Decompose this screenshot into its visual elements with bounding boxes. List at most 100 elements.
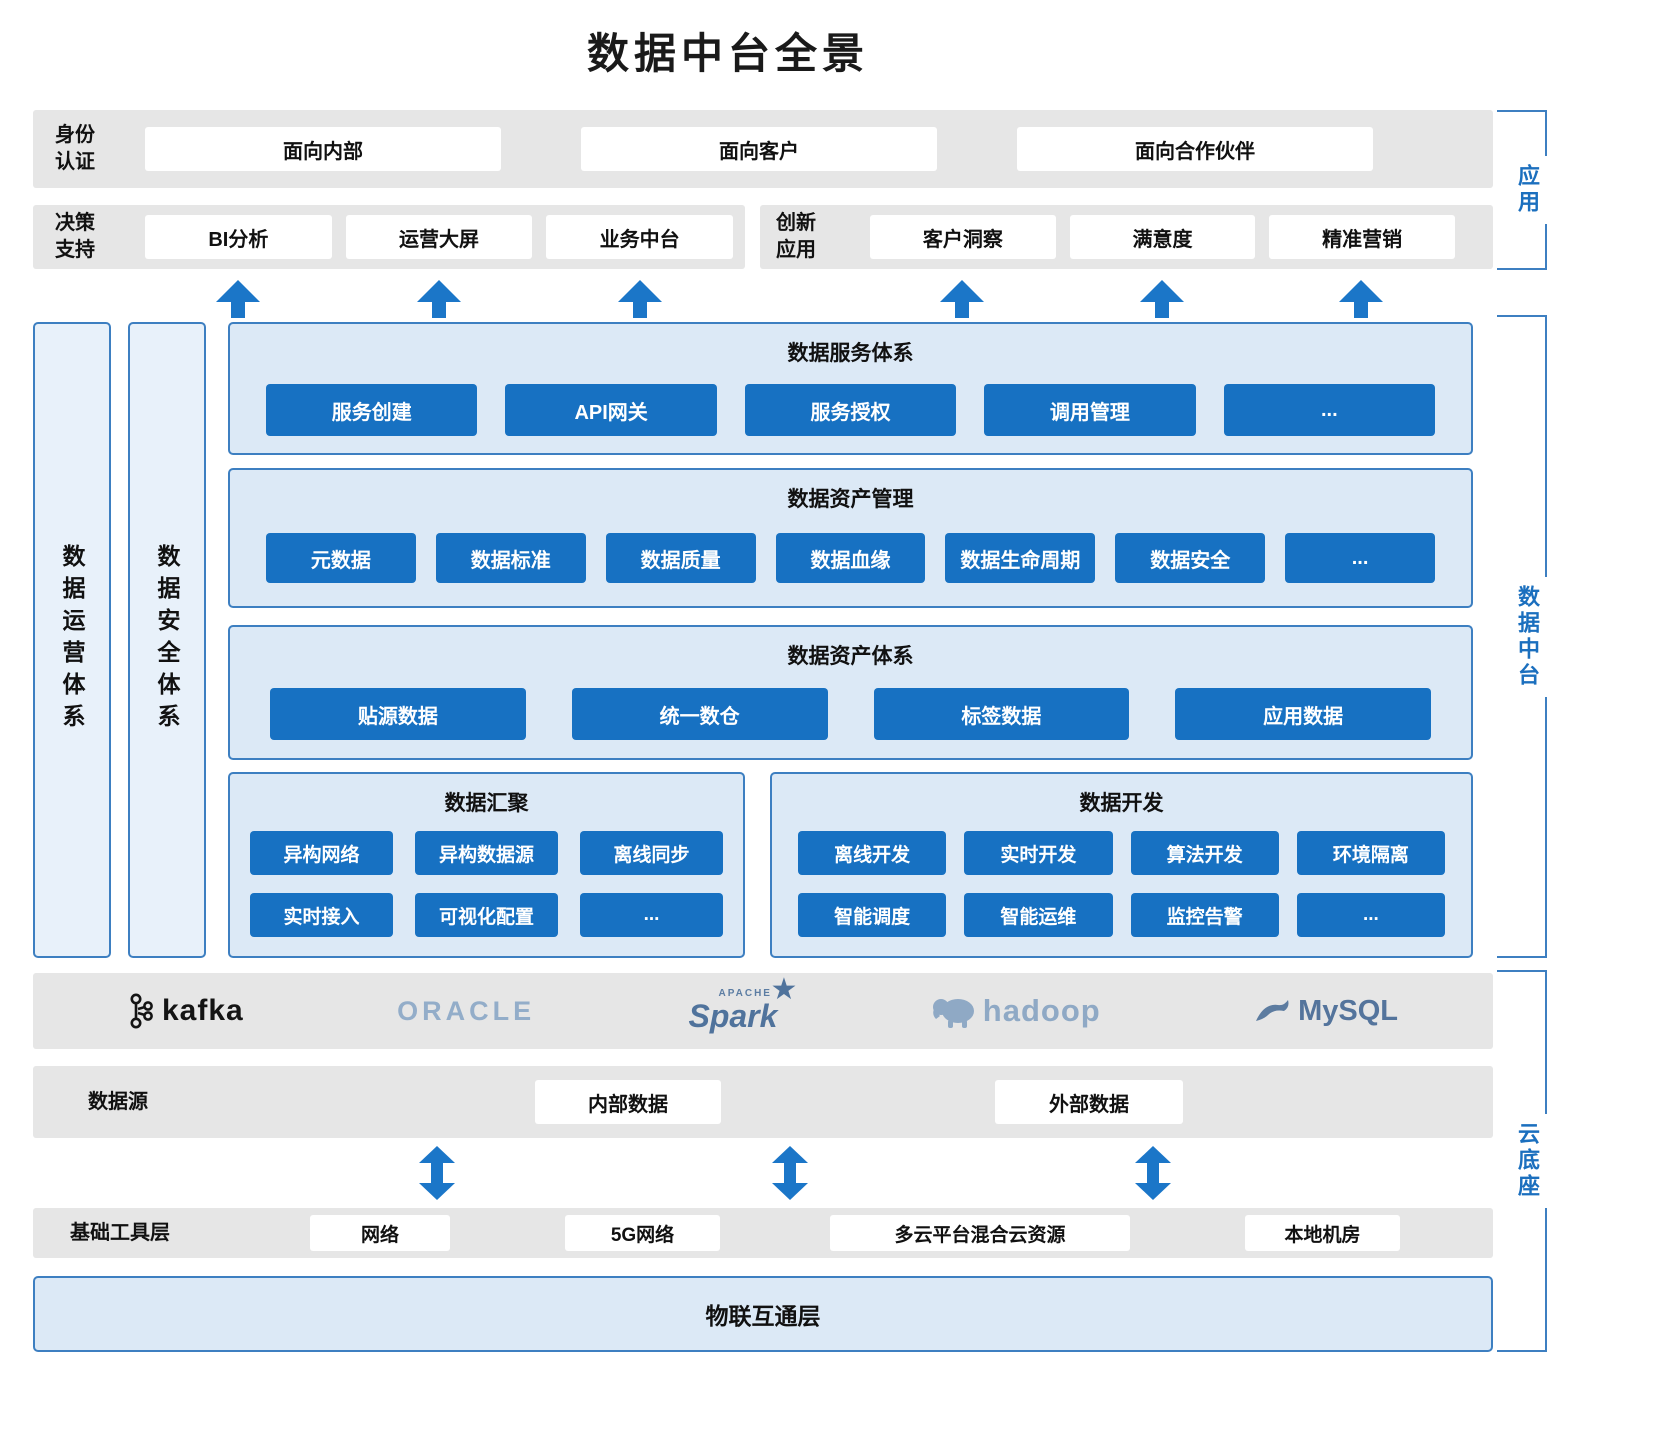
development-more-item: ... xyxy=(1296,893,1445,937)
call-management-item: 调用管理 xyxy=(984,384,1196,436)
middle-section-bracket: 数据中台 xyxy=(1497,315,1547,958)
kafka-icon xyxy=(130,993,153,1029)
bracket-line xyxy=(1497,315,1547,577)
internal-facing-item: 面向内部 xyxy=(145,127,501,171)
oracle-logo-text: ORACLE xyxy=(397,995,536,1026)
bi-analysis-item: BI分析 xyxy=(145,215,332,259)
metadata-item: 元数据 xyxy=(266,533,416,583)
api-gateway-item: API网关 xyxy=(505,384,717,436)
service-more-item: ... xyxy=(1223,384,1436,436)
visual-config-item: 可视化配置 xyxy=(415,893,558,937)
aggregation-more-item: ... xyxy=(580,893,723,937)
data-security-item: 数据安全 xyxy=(1115,533,1266,583)
double-arrow-2 xyxy=(772,1146,808,1202)
data-lifecycle-item: 数据生命周期 xyxy=(945,533,1096,583)
data-service-title: 数据服务体系 xyxy=(787,342,914,365)
customer-insight-item: 客户洞察 xyxy=(870,215,1056,259)
data-asset-mgmt-panel: 数据资产管理 元数据 数据标准 数据质量 数据血缘 数据生命周期 数据安全 ..… xyxy=(228,468,1473,608)
oracle-logo: ORACLE xyxy=(397,996,535,1027)
spark-star-icon: ★ xyxy=(770,972,798,1006)
decision-support-label: 决策支持 xyxy=(55,212,95,261)
mysql-logo: MySQL xyxy=(1254,995,1398,1028)
satisfaction-item: 满意度 xyxy=(1069,215,1256,259)
data-quality-item: 数据质量 xyxy=(605,533,756,583)
data-source-row: 数据源 内部数据 外部数据 xyxy=(33,1066,1493,1138)
local-datacenter-item: 本地机房 xyxy=(1245,1215,1400,1251)
data-security-label: 数据安全体系 xyxy=(154,544,180,736)
algorithm-dev-item: 算法开发 xyxy=(1130,831,1279,875)
hetero-datasource-item: 异构数据源 xyxy=(415,831,558,875)
bracket-line xyxy=(1497,1208,1547,1352)
iot-interconnect-label: 物联互通层 xyxy=(705,1303,821,1329)
data-development-panel: 数据开发 离线开发 实时开发 算法开发 环境隔离 智能调度 智能运维 监控告警 … xyxy=(770,772,1473,958)
middle-section-label: 数据中台 xyxy=(1515,584,1540,689)
partner-facing-item: 面向合作伙伴 xyxy=(1017,127,1373,171)
data-aggregation-title: 数据汇聚 xyxy=(444,792,529,815)
external-data-item: 外部数据 xyxy=(995,1080,1183,1124)
tag-data-item: 标签数据 xyxy=(873,688,1130,740)
data-service-panel: 数据服务体系 服务创建 API网关 服务授权 调用管理 ... xyxy=(228,322,1473,455)
page-title: 数据中台全景 xyxy=(586,30,869,77)
offline-sync-item: 离线同步 xyxy=(580,831,723,875)
hadoop-elephant-icon xyxy=(932,999,974,1028)
data-asset-sys-panel: 数据资产体系 贴源数据 统一数仓 标签数据 应用数据 xyxy=(228,625,1473,760)
data-lineage-item: 数据血缘 xyxy=(775,533,926,583)
identity-auth-row: 身份认证 面向内部 面向客户 面向合作伙伴 xyxy=(33,110,1493,188)
smart-scheduling-item: 智能调度 xyxy=(798,893,947,937)
multicloud-resource-item: 多云平台混合云资源 xyxy=(830,1215,1130,1251)
bracket-line xyxy=(1497,110,1547,156)
bracket-line xyxy=(1497,224,1547,270)
hetero-network-item: 异构网络 xyxy=(250,831,393,875)
monitoring-alert-item: 监控告警 xyxy=(1130,893,1279,937)
application-data-item: 应用数据 xyxy=(1175,688,1431,740)
spark-apache-text: APACHE xyxy=(718,987,772,999)
data-development-title: 数据开发 xyxy=(1079,792,1164,815)
up-arrow-6 xyxy=(1339,280,1383,320)
data-operations-bar: 数据运营体系 xyxy=(33,322,111,958)
data-operations-label: 数据运营体系 xyxy=(59,544,85,736)
innovation-apps-row: 创新应用 客户洞察 满意度 精准营销 xyxy=(760,205,1493,269)
network-item: 网络 xyxy=(310,1215,450,1251)
bracket-line xyxy=(1497,970,1547,1114)
identity-auth-label: 身份认证 xyxy=(55,124,95,173)
source-data-item: 贴源数据 xyxy=(270,688,526,740)
double-arrow-1 xyxy=(419,1146,455,1202)
business-platform-item: 业务中台 xyxy=(546,215,734,259)
hadoop-logo: hadoop xyxy=(931,993,1101,1029)
data-security-bar: 数据安全体系 xyxy=(128,322,206,958)
data-aggregation-panel: 数据汇聚 异构网络 异构数据源 离线同步 实时接入 可视化配置 ... xyxy=(228,772,745,958)
app-section-bracket: 应用 xyxy=(1497,110,1547,270)
internal-data-item: 内部数据 xyxy=(535,1080,721,1124)
customer-facing-item: 面向客户 xyxy=(581,127,937,171)
identity-auth-items: 面向内部 面向客户 面向合作伙伴 xyxy=(145,127,1373,171)
service-creation-item: 服务创建 xyxy=(266,384,478,436)
data-asset-mgmt-title: 数据资产管理 xyxy=(787,488,914,511)
up-arrow-5 xyxy=(1140,280,1184,320)
up-arrow-4 xyxy=(940,280,984,320)
mysql-logo-text: MySQL xyxy=(1298,994,1398,1027)
kafka-logo-text: kafka xyxy=(162,994,244,1027)
innovation-apps-label: 创新应用 xyxy=(776,212,816,261)
operations-dashboard-item: 运营大屏 xyxy=(345,215,533,259)
up-arrow-3 xyxy=(618,280,662,320)
service-auth-item: 服务授权 xyxy=(744,384,957,436)
tech-logos-bar: kafka ORACLE APACHE Spark ★ xyxy=(33,973,1493,1049)
data-asset-sys-title: 数据资产体系 xyxy=(787,645,914,668)
env-isolation-item: 环境隔离 xyxy=(1296,831,1445,875)
up-arrow-1 xyxy=(216,280,260,320)
mysql-dolphin-icon xyxy=(1256,1000,1289,1021)
up-arrow-2 xyxy=(417,280,461,320)
unified-warehouse-item: 统一数仓 xyxy=(571,688,828,740)
spark-logo-text: Spark xyxy=(688,997,778,1034)
hadoop-logo-text: hadoop xyxy=(982,993,1101,1028)
realtime-dev-item: 实时开发 xyxy=(964,831,1113,875)
spark-logo: APACHE Spark ★ xyxy=(688,973,797,1035)
data-source-label: 数据源 xyxy=(88,1090,148,1113)
data-standard-item: 数据标准 xyxy=(435,533,586,583)
offline-dev-item: 离线开发 xyxy=(798,831,947,875)
cloud-section-bracket: 云底座 xyxy=(1497,970,1547,1352)
base-tools-label: 基础工具层 xyxy=(70,1221,170,1244)
iot-interconnect-layer: 物联互通层 xyxy=(33,1276,1493,1352)
decision-support-row: 决策支持 BI分析 运营大屏 业务中台 xyxy=(33,205,745,269)
